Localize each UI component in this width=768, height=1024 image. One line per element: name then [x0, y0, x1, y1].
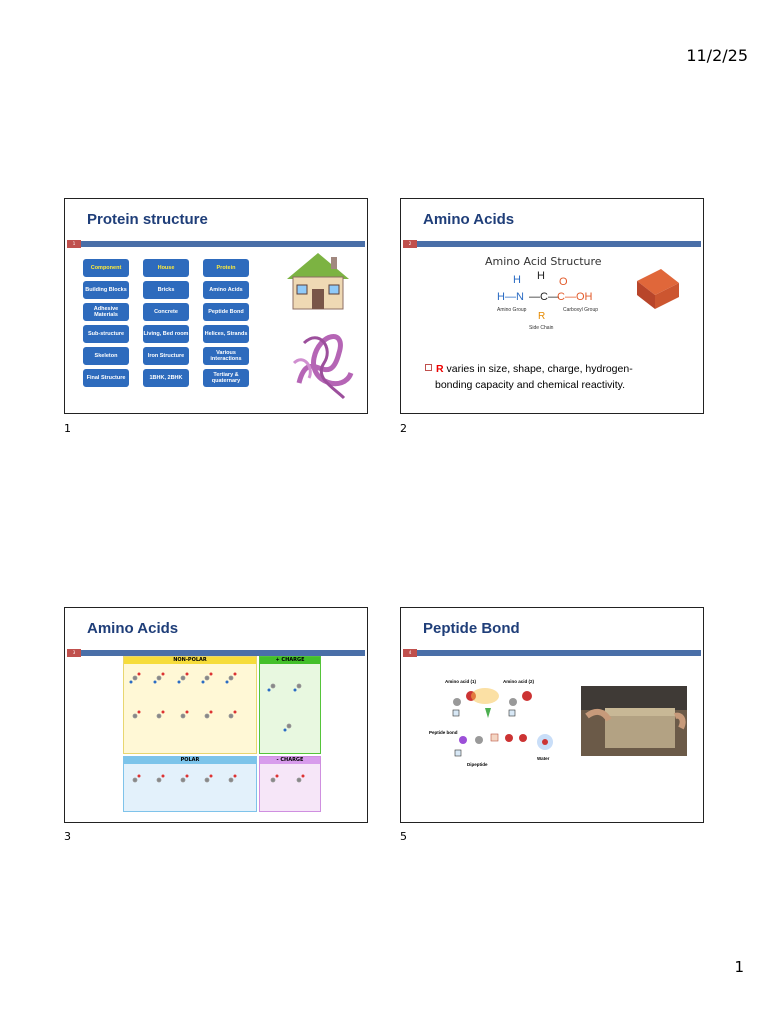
diagram-title: Amino Acid Structure: [485, 255, 602, 268]
peptide-bond-diagram: Amino acid (1) Amino acid (2) Peptide bo…: [429, 679, 553, 767]
svg-text:Amino Group: Amino Group: [497, 307, 527, 313]
molecule-structures: [129, 672, 305, 783]
slide-rule: 3: [67, 649, 365, 657]
svg-text:C—OH: C—OH: [557, 291, 593, 303]
slide-number: 1: [64, 422, 71, 435]
table-cell: 1BHK, 2BHK: [143, 369, 189, 387]
svg-text:Peptide bond: Peptide bond: [429, 730, 458, 735]
house-image: [287, 253, 349, 310]
svg-text:Dipeptide: Dipeptide: [467, 762, 488, 767]
slide-number: 2: [400, 422, 407, 435]
table-cell: Building Blocks: [83, 281, 129, 299]
table-header: Protein: [203, 259, 249, 277]
table-cell: Bricks: [143, 281, 189, 299]
bricklaying-photo: [581, 686, 687, 756]
slide-4: Peptide Bond 4 Amino acid (1) Amino acid…: [400, 607, 704, 823]
svg-text:O: O: [559, 276, 568, 288]
svg-text:Amino acid (2): Amino acid (2): [503, 679, 535, 684]
table-header: House: [143, 259, 189, 277]
table-cell: Tertiary & quaternary: [203, 369, 249, 387]
table-cell: Amino Acids: [203, 281, 249, 299]
svg-text:H: H: [513, 274, 521, 286]
page-number: 1: [734, 958, 744, 976]
amino-acid-structure-diagram: H H O H—N —C— C—OH R Amino Group Carboxy…: [497, 270, 598, 331]
positive-charge-panel: + CHARGE: [259, 656, 321, 754]
table-cell: Iron Structure: [143, 347, 189, 365]
nonpolar-panel: NON-POLAR: [123, 656, 257, 754]
negative-charge-panel: - CHARGE: [259, 756, 321, 812]
slide-number: 5: [400, 830, 407, 843]
table-cell: Sub-structure: [83, 325, 129, 343]
table-cell: Skeleton: [83, 347, 129, 365]
table-cell: Various interactions: [203, 347, 249, 365]
svg-text:R: R: [538, 311, 545, 322]
slide-title: Protein structure: [87, 211, 208, 228]
slide-rule: 4: [403, 649, 701, 657]
svg-text:Side Chain: Side Chain: [529, 325, 554, 331]
brick-image: [637, 269, 679, 309]
slide-title: Amino Acids: [87, 620, 179, 637]
slide-2: Amino Acids 2 Amino Acid Structure H H O…: [400, 198, 704, 414]
svg-text:Carboxyl Group: Carboxyl Group: [563, 307, 598, 313]
table-cell: Peptide Bond: [203, 303, 249, 321]
table-cell: Final Structure: [83, 369, 129, 387]
table-cell: Concrete: [143, 303, 189, 321]
slide-rule: 2: [403, 240, 701, 248]
table-cell: Adhesive Materials: [83, 303, 129, 321]
svg-text:Water: Water: [537, 756, 550, 761]
slide-rule: 1: [67, 240, 365, 248]
table-cell: Living, Bed room: [143, 325, 189, 343]
svg-text:Amino acid (1): Amino acid (1): [445, 679, 477, 684]
polar-panel: POLAR: [123, 756, 257, 812]
page-date: 11/2/25: [686, 46, 748, 65]
protein-ribbon-image: [292, 334, 354, 400]
bullet-text: R varies in size, shape, charge, hydroge…: [425, 361, 695, 393]
amino-acid-chart: NON-POLAR + CHARGE POLAR - CHARGE: [123, 656, 321, 812]
slide-title: Amino Acids: [423, 211, 515, 228]
slide-title: Peptide Bond: [423, 620, 520, 637]
table-header: Component: [83, 259, 129, 277]
slide-3: Amino Acids 3 NON-POLAR + CHARGE POLAR -…: [64, 607, 368, 823]
slide-1: Protein structure 1 Component House Prot…: [64, 198, 368, 414]
svg-text:H: H: [537, 270, 545, 282]
slide-number: 3: [64, 830, 71, 843]
table-cell: Helices, Strands: [203, 325, 249, 343]
svg-text:H—N: H—N: [497, 291, 524, 303]
svg-text:—C—: —C—: [529, 291, 559, 303]
